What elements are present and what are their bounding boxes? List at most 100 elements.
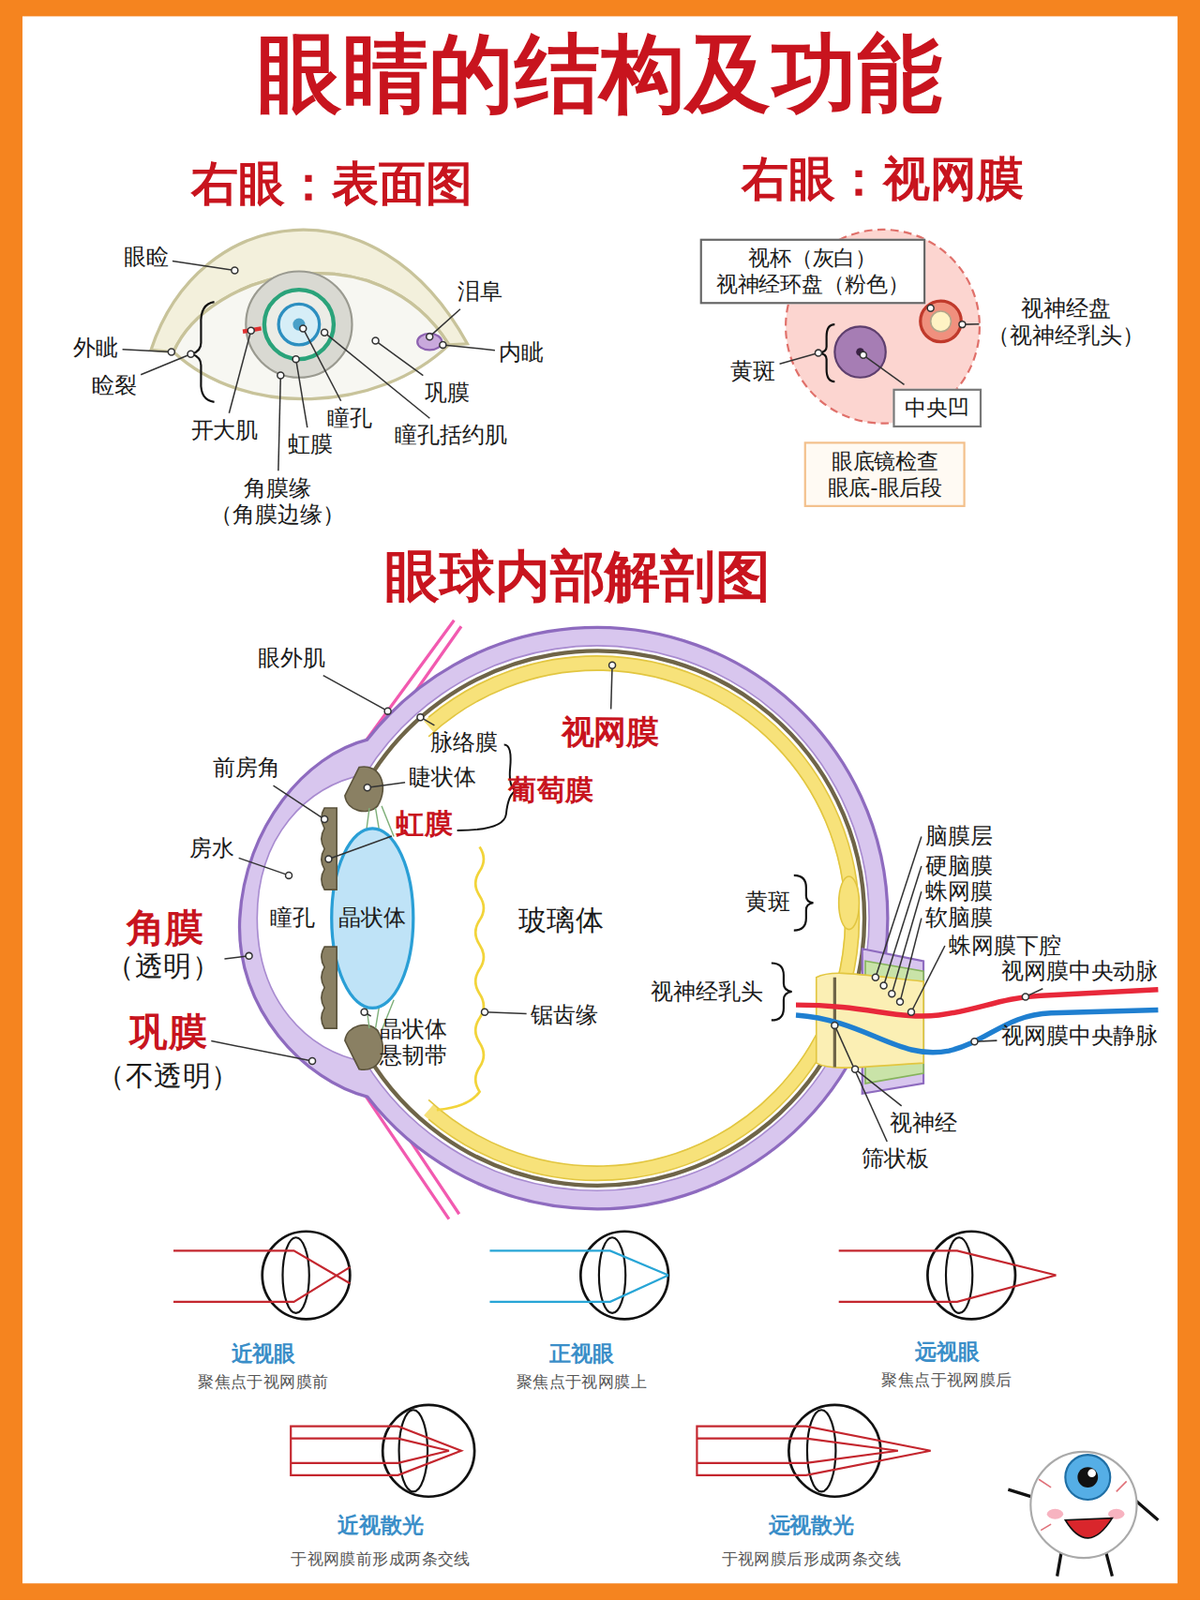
leader-dot: [360, 1008, 368, 1016]
leader-dot: [426, 333, 434, 341]
leader-dot: [167, 348, 175, 356]
part-label: 眼外肌: [257, 645, 326, 673]
part-label: 蛛网膜下腔: [948, 932, 1062, 960]
part-label: 瞳孔: [327, 405, 373, 433]
leader-line: [834, 1025, 887, 1142]
part-label: 角膜缘 （角膜边缘）: [205, 475, 349, 529]
part-label: 视网膜中央静脉: [1001, 1023, 1159, 1051]
surface-eye: [150, 229, 467, 403]
refraction-schematics: [173, 1231, 1057, 1498]
leader-dot: [321, 816, 329, 824]
part-label: 蛛网膜: [925, 878, 993, 906]
leader-line: [302, 328, 341, 401]
eyeball-mascot: [1007, 1452, 1158, 1577]
leader-dot: [907, 1008, 915, 1016]
section-heading: 右眼：表面图: [191, 155, 473, 212]
part-label: 锯齿缘: [530, 1002, 599, 1030]
schematic-title: 近视眼: [231, 1341, 297, 1367]
leader-dot: [321, 329, 329, 336]
part-note: （透明）: [105, 948, 221, 984]
leader-dot: [481, 1008, 489, 1016]
leader-line: [611, 665, 613, 710]
leader-dot: [609, 661, 616, 669]
eyeball-section: [240, 620, 1159, 1220]
part-label: 睫状体: [408, 764, 477, 792]
leader-dot: [888, 990, 896, 998]
leader-line: [484, 1012, 527, 1015]
leader-line: [278, 375, 281, 472]
schematic-title: 远视散光: [768, 1513, 855, 1539]
leader-line: [323, 675, 389, 712]
part-label: 黄斑: [730, 358, 776, 386]
part-label: 房水: [189, 835, 235, 863]
leader-dot: [300, 325, 307, 332]
leader-dot: [372, 337, 379, 345]
schematic-note: 于视网膜后形成两条交线: [721, 1548, 902, 1569]
schematic-title: 远视眼: [915, 1339, 980, 1365]
leader-dot: [831, 1021, 839, 1029]
leader-line: [911, 945, 945, 1013]
part-label: 睑裂: [91, 372, 137, 400]
leader-line: [228, 330, 251, 414]
part-label: 瞳孔括约肌: [394, 422, 508, 450]
schematic-note: 聚焦点于视网膜后: [881, 1369, 1012, 1390]
callout-box: 视杯（灰白） 视神经环盘（粉色）: [699, 238, 926, 304]
schematic-note: 于视网膜前形成两条交线: [290, 1548, 471, 1569]
part-label: 视神经盘 （视神经乳头）: [983, 295, 1150, 349]
part-label: 内眦: [498, 339, 544, 367]
key-part-label: 巩膜: [129, 1008, 208, 1056]
part-label: 软脑膜: [925, 904, 993, 932]
leader-line: [875, 837, 922, 978]
leader-dot: [292, 356, 300, 363]
leader-line: [900, 918, 922, 1003]
leader-dot: [231, 267, 239, 274]
callout-box: 中央凹: [892, 389, 982, 429]
part-label: 开大肌: [191, 417, 259, 445]
part-label: 脉络膜: [430, 729, 498, 757]
part-label: 瞳孔: [270, 904, 315, 932]
leader-dot: [384, 707, 391, 715]
part-label: 泪阜: [457, 278, 503, 306]
key-part-label: 视网膜: [561, 713, 660, 753]
part-label: 脑膜层: [925, 823, 993, 851]
leader-dot: [1021, 993, 1029, 1001]
page-title: 眼睛的结构及功能: [256, 21, 943, 125]
leader-line: [239, 857, 289, 875]
leader-line: [140, 354, 191, 375]
part-label: 巩膜: [424, 379, 470, 407]
part-label: 视网膜中央动脉: [1001, 958, 1159, 986]
leader-line: [375, 341, 424, 376]
key-part-label: 葡萄膜: [508, 773, 594, 809]
leader-dot: [971, 1038, 978, 1046]
part-label: 前房角: [212, 754, 281, 782]
part-label: 虹膜: [287, 431, 333, 459]
leader-dot: [439, 341, 447, 348]
leader-dot: [927, 304, 934, 312]
schematic-title: 近视散光: [337, 1513, 423, 1539]
leader-line: [296, 359, 308, 428]
leader-line: [328, 836, 391, 859]
callout-text: 中央凹: [904, 394, 970, 422]
leader-dot: [814, 349, 822, 357]
callout-text: 眼底镜检查 眼底-眼后段: [816, 447, 954, 501]
leader-line: [442, 345, 495, 351]
leader-dot: [363, 784, 371, 792]
part-label: 晶状体: [338, 904, 406, 932]
leader-dot: [859, 351, 867, 359]
leader-line: [122, 349, 172, 353]
leader-dot: [187, 350, 195, 358]
callout-box: 眼底镜检查 眼底-眼后段: [804, 441, 966, 508]
key-part-label: 虹膜: [395, 807, 453, 842]
leader-dot: [959, 321, 966, 329]
leader-dot: [417, 714, 424, 721]
part-label: 硬脑膜: [925, 853, 993, 881]
part-label: 视神经乳头: [650, 978, 764, 1006]
leader-line: [367, 782, 405, 788]
schematic-note: 聚焦点于视网膜上: [516, 1371, 647, 1392]
leader-dot: [871, 974, 879, 981]
part-note: 玻璃体: [518, 902, 604, 938]
leader-dot: [285, 871, 293, 879]
leader-line: [172, 261, 235, 271]
leader-dot: [245, 952, 253, 960]
